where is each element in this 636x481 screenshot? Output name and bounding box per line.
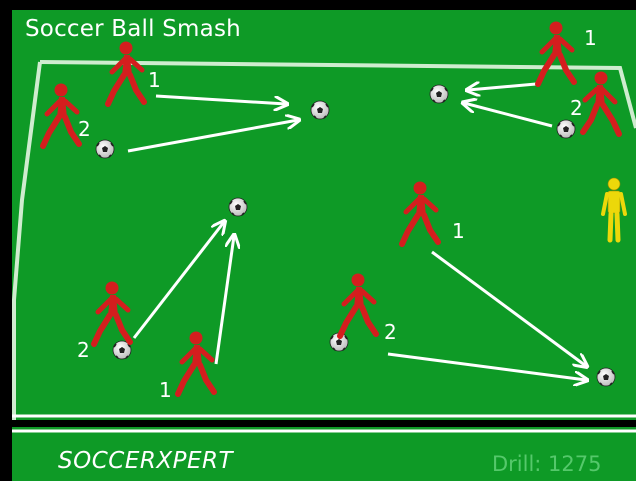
label-a2: 2 <box>78 117 91 141</box>
ball-target-b <box>429 84 449 104</box>
ball-target-d <box>596 367 616 387</box>
drill-title: Soccer Ball Smash <box>25 16 241 42</box>
pass-arrows <box>127 84 586 380</box>
ball-target-a <box>310 100 330 120</box>
ball-target-c <box>228 197 248 217</box>
label-c2: 2 <box>77 338 90 362</box>
ball-a2 <box>95 139 115 159</box>
ball-b2 <box>556 119 576 139</box>
label-b2: 2 <box>570 96 583 120</box>
label-d2: 2 <box>384 320 397 344</box>
brand-logo: SOCCERXPERT <box>58 448 234 474</box>
label-b1: 1 <box>584 26 597 50</box>
label-d1: 1 <box>452 219 465 243</box>
label-c1: 1 <box>159 378 172 402</box>
label-a1: 1 <box>148 68 161 92</box>
drill-number: Drill: 1275 <box>492 452 602 476</box>
